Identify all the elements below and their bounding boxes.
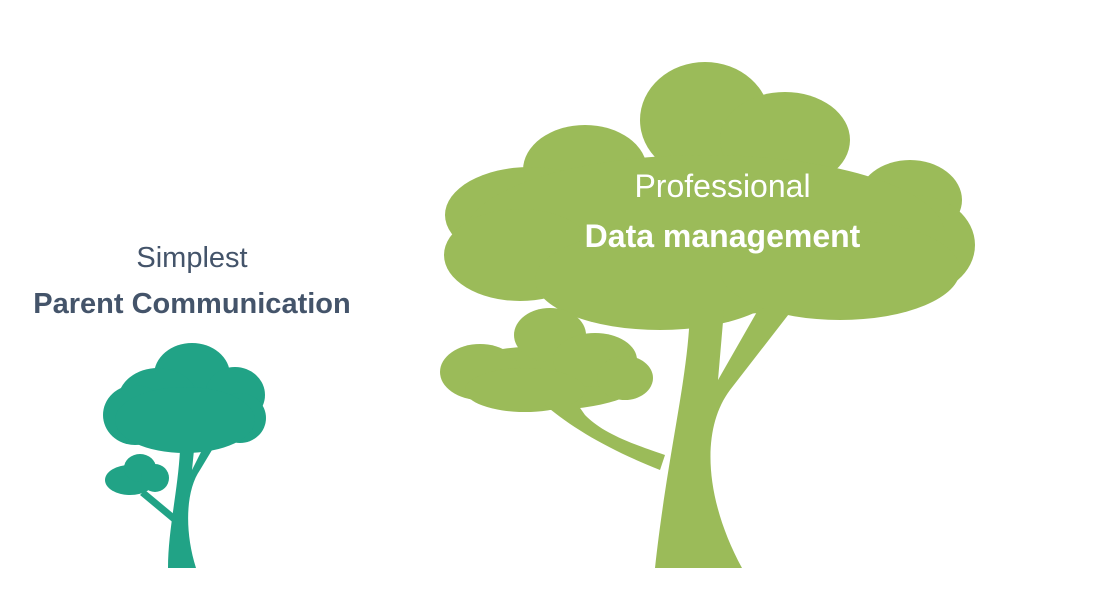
right-title: Data management bbox=[584, 218, 861, 254]
right-subtitle: Professional bbox=[634, 168, 811, 204]
small-tree-icon bbox=[103, 343, 266, 568]
left-subtitle: Simplest bbox=[136, 242, 248, 274]
big-tree-icon bbox=[440, 62, 975, 568]
left-title: Parent Communication bbox=[33, 288, 351, 320]
